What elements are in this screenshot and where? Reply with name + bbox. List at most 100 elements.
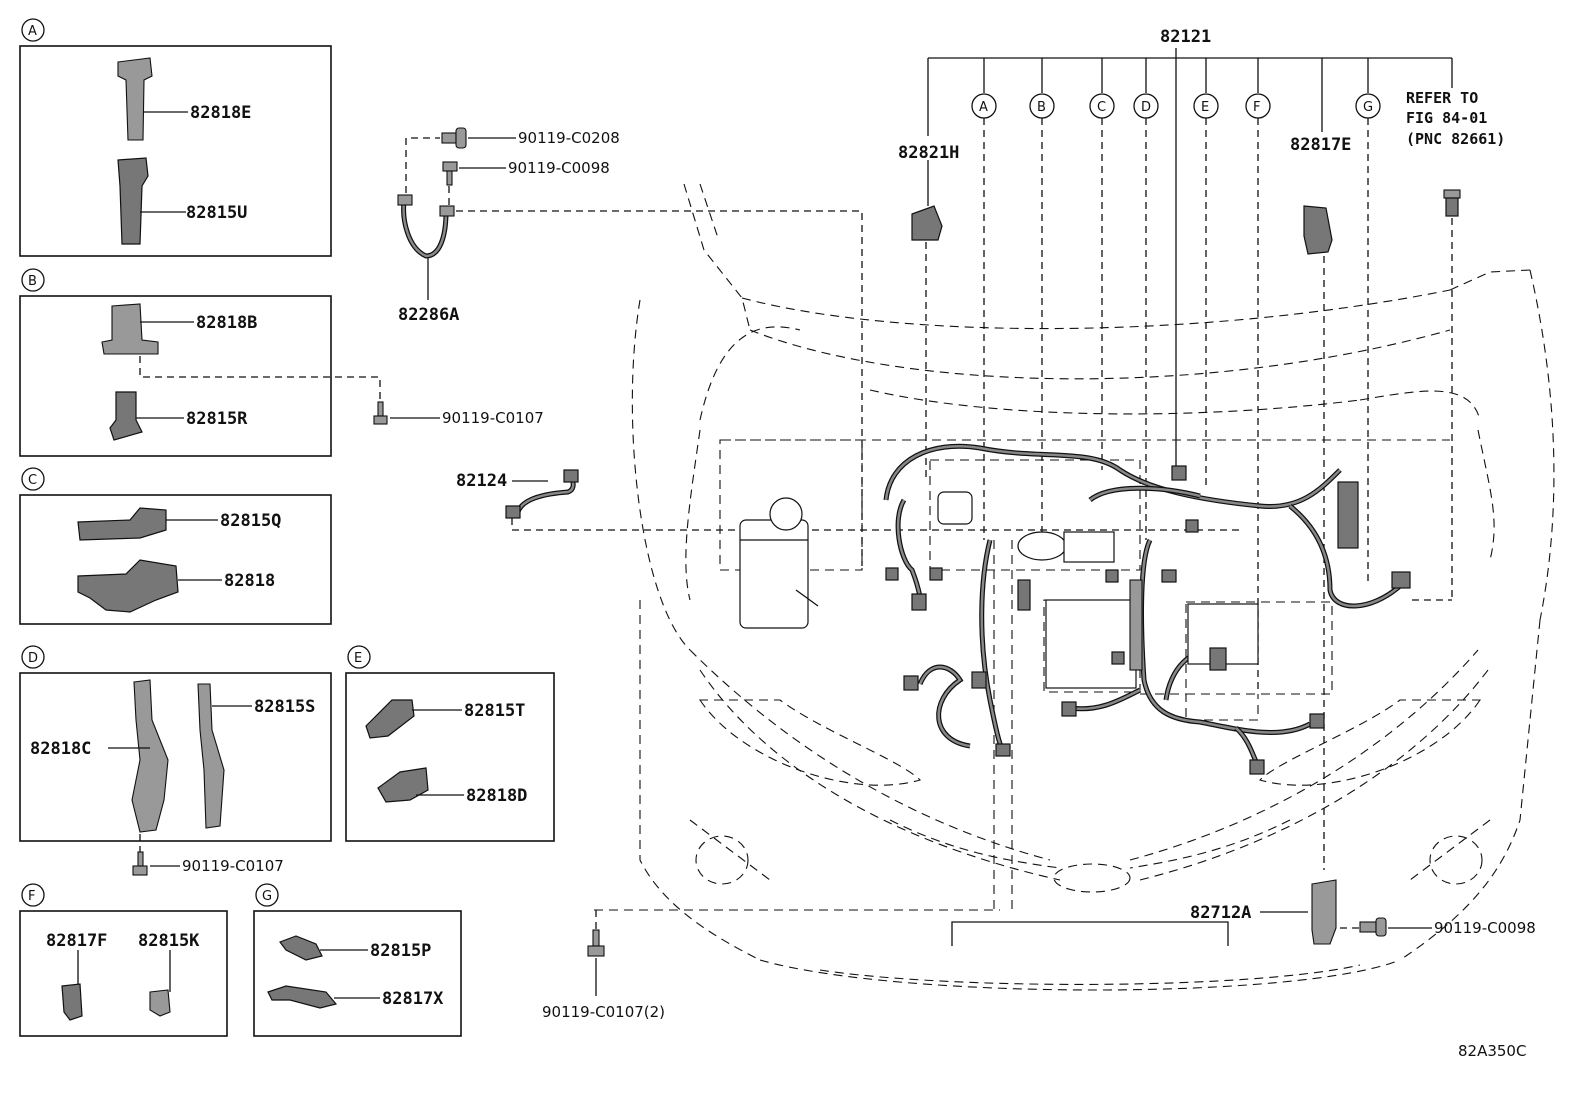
cover-82821h: 82821H <box>898 143 959 480</box>
label-82821h[interactable]: 82821H <box>898 143 959 163</box>
connector-icon <box>995 743 1011 757</box>
part-82818c-shape <box>131 679 169 833</box>
bolt-b-icon <box>373 401 388 425</box>
group-c-circle <box>21 467 45 491</box>
branch-circle-e: E <box>1193 93 1219 119</box>
svg-text:B: B <box>1037 100 1046 115</box>
part-82712a-shape <box>1311 879 1337 945</box>
part-82818b-shape <box>101 303 159 355</box>
part-82815r-shape <box>109 391 143 441</box>
group-d-box <box>19 672 332 842</box>
label-bolt-d[interactable]: 90119-C0107 <box>182 857 284 875</box>
label-82815u[interactable]: 82815U <box>186 203 247 223</box>
connector-icon <box>1161 569 1177 583</box>
connector-icon <box>1017 579 1031 611</box>
label-82124[interactable]: 82124 <box>456 471 507 491</box>
group-f-letter: F <box>28 889 35 904</box>
label-82712a[interactable]: 82712A <box>1190 903 1251 923</box>
label-82818c[interactable]: 82818C <box>30 739 91 759</box>
label-bolt-c0208[interactable]: 90119-C0208 <box>518 129 620 147</box>
label-82818b[interactable]: 82818B <box>196 313 257 333</box>
label-bolt-bottom[interactable]: 90119-C0107(2) <box>542 1003 665 1021</box>
label-82815p[interactable]: 82815P <box>370 941 431 961</box>
part-82815s-shape <box>197 683 225 829</box>
reservoir-tank <box>739 519 809 629</box>
connector-icon <box>1129 579 1143 671</box>
label-82818[interactable]: 82818 <box>224 571 275 591</box>
label-82818e[interactable]: 82818E <box>190 103 251 123</box>
refer-line-2: FIG 84-01 <box>1406 109 1487 127</box>
group-a-letter: A <box>28 24 37 39</box>
connector-icon <box>911 593 927 611</box>
main-harness-tree: 82121 A B C D <box>927 27 1453 690</box>
group-a: A 82818E 82815U <box>19 18 332 257</box>
label-82817e[interactable]: 82817E <box>1290 135 1351 155</box>
group-e-box <box>345 672 555 842</box>
clamp-assembly: 90119-C0208 90119-C0098 82286A <box>397 127 863 566</box>
part-82817x-shape <box>267 985 338 1009</box>
label-82121[interactable]: 82121 <box>1160 27 1211 47</box>
svg-text:F: F <box>1253 100 1260 115</box>
group-b-circle <box>21 268 45 292</box>
group-d: D 82818C 82815S 90119-C0107 <box>19 645 332 876</box>
part-82815k-shape <box>149 989 171 1017</box>
label-82818d[interactable]: 82818D <box>466 786 527 806</box>
group-g-box <box>253 910 462 1037</box>
label-82815r[interactable]: 82815R <box>186 409 248 429</box>
part-82817f-shape <box>61 983 83 1021</box>
refer-line-3: (PNC 82661) <box>1406 130 1505 148</box>
label-82815t[interactable]: 82815T <box>464 701 525 721</box>
group-c-box <box>19 494 332 625</box>
part-82815t-shape <box>365 699 415 739</box>
connector-icon <box>1185 519 1199 533</box>
svg-text:A: A <box>979 100 988 115</box>
branch-circle-g: G <box>1355 93 1381 119</box>
branch-circle-d: D <box>1133 93 1159 119</box>
label-bolt-c0098-bottom[interactable]: 90119-C0098 <box>1434 919 1536 937</box>
engine-bay-harness <box>739 443 1411 775</box>
part-82818e-shape <box>117 57 153 141</box>
part-82815q-shape <box>77 507 167 541</box>
group-a-box <box>19 45 332 257</box>
group-e-letter: E <box>354 651 362 666</box>
refer-line-1: REFER TO <box>1406 89 1478 107</box>
svg-text:D: D <box>1141 100 1151 115</box>
label-82815s[interactable]: 82815S <box>254 697 315 717</box>
group-g-letter: G <box>262 889 272 904</box>
emblem-icon <box>1053 863 1131 893</box>
refer-note: REFER TO FIG 84-01 (PNC 82661) <box>1406 89 1505 601</box>
group-a-circle <box>21 18 45 42</box>
svg-text:G: G <box>1363 100 1373 115</box>
part-82821h-shape <box>911 205 943 241</box>
group-g-circle <box>255 883 279 907</box>
group-b-box <box>19 295 332 457</box>
group-d-letter: D <box>28 651 38 666</box>
connector-icon <box>971 671 987 689</box>
bolt-c0098-bottom-icon <box>1359 917 1387 937</box>
connector-icon <box>1111 651 1125 665</box>
group-e-circle <box>347 645 371 669</box>
connector-icon <box>929 567 943 581</box>
group-f: F 82817F 82815K <box>19 883 228 1037</box>
label-82817f[interactable]: 82817F <box>46 931 107 951</box>
connector-icon <box>903 675 919 691</box>
bottom-bolt-group: 90119-C0107(2) <box>542 910 665 1021</box>
label-82817x[interactable]: 82817X <box>382 989 444 1009</box>
part-82818d-shape <box>377 767 429 803</box>
bolt-c0208-icon <box>441 127 467 149</box>
figure-code: 82A350C <box>1458 1042 1526 1060</box>
harness-82124: 82124 <box>456 469 1240 531</box>
fog-light-right-icon <box>1429 835 1483 885</box>
part-82818-shape <box>77 559 179 613</box>
connector-icon <box>1249 759 1265 775</box>
label-82815k[interactable]: 82815K <box>138 931 200 951</box>
label-bolt-b[interactable]: 90119-C0107 <box>442 409 544 427</box>
group-b-letter: B <box>28 274 37 289</box>
label-82286a[interactable]: 82286A <box>398 305 459 325</box>
svg-text:C: C <box>1097 100 1106 115</box>
branch-circle-f: F <box>1245 93 1271 119</box>
label-bolt-c0098-top[interactable]: 90119-C0098 <box>508 159 610 177</box>
group-c-letter: C <box>28 473 37 488</box>
label-82815q[interactable]: 82815Q <box>220 511 281 531</box>
